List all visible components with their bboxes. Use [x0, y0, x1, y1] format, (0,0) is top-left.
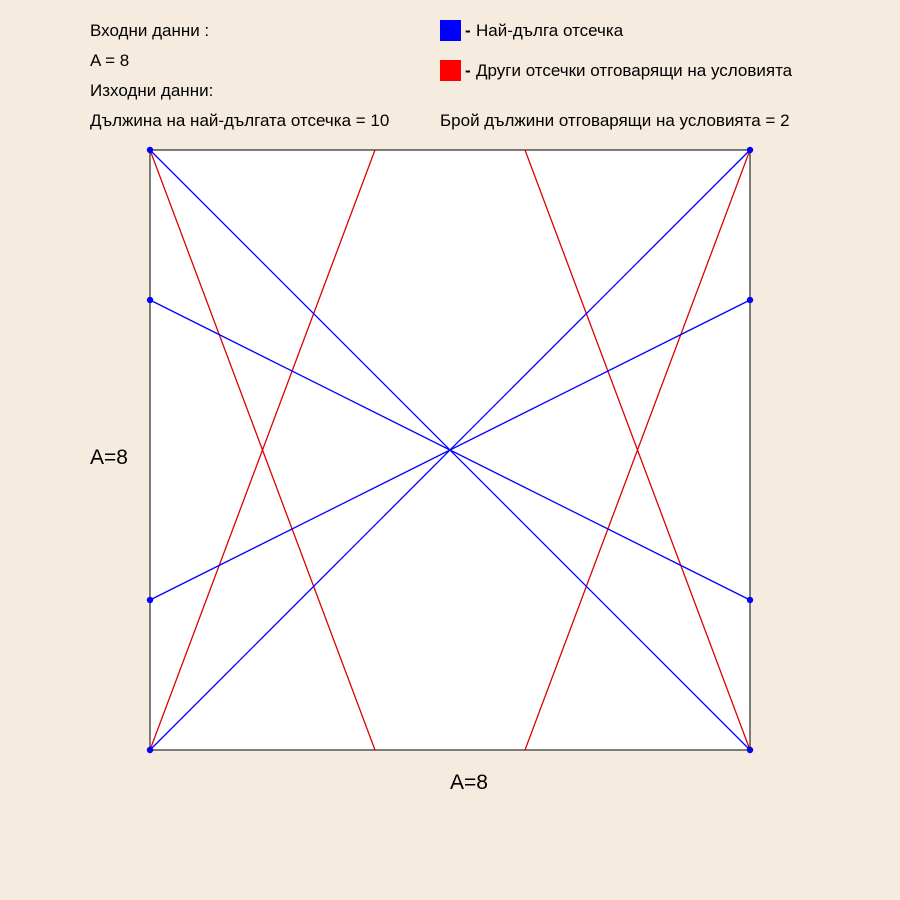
bottom-side-label: A=8: [450, 771, 488, 794]
endpoint-7: [746, 596, 754, 604]
output-data-label: Изходни данни:: [90, 81, 214, 100]
other-segment-4: [524, 149, 751, 751]
points-layer: [146, 146, 754, 754]
left-side-label: A=8: [90, 446, 128, 469]
legend-dash-longest: -: [465, 21, 471, 40]
legend-swatch-longest: [440, 20, 461, 41]
longest-length-text: Дължина на най-дългата отсечка = 10: [90, 111, 390, 130]
endpoint-4: [146, 746, 154, 754]
count-text: Брой дължини отговарящи на условията = 2: [440, 111, 790, 130]
longest-segment-4: [149, 299, 751, 601]
segments-layer: [149, 149, 751, 751]
other-segment-2: [149, 149, 376, 751]
endpoint-8: [746, 746, 754, 754]
legend-dash-others: -: [465, 61, 471, 80]
legend-label-others: Други отсечки отговарящи на условията: [476, 61, 793, 80]
input-data-label: Входни данни :: [90, 21, 210, 40]
input-value: A = 8: [90, 51, 130, 70]
endpoint-1: [146, 146, 154, 154]
endpoint-6: [746, 296, 754, 304]
legend-label-longest: Най-дълга отсечка: [476, 21, 624, 40]
endpoint-3: [146, 596, 154, 604]
legend-swatch-others: [440, 60, 461, 81]
endpoint-5: [746, 146, 754, 154]
endpoint-2: [146, 296, 154, 304]
